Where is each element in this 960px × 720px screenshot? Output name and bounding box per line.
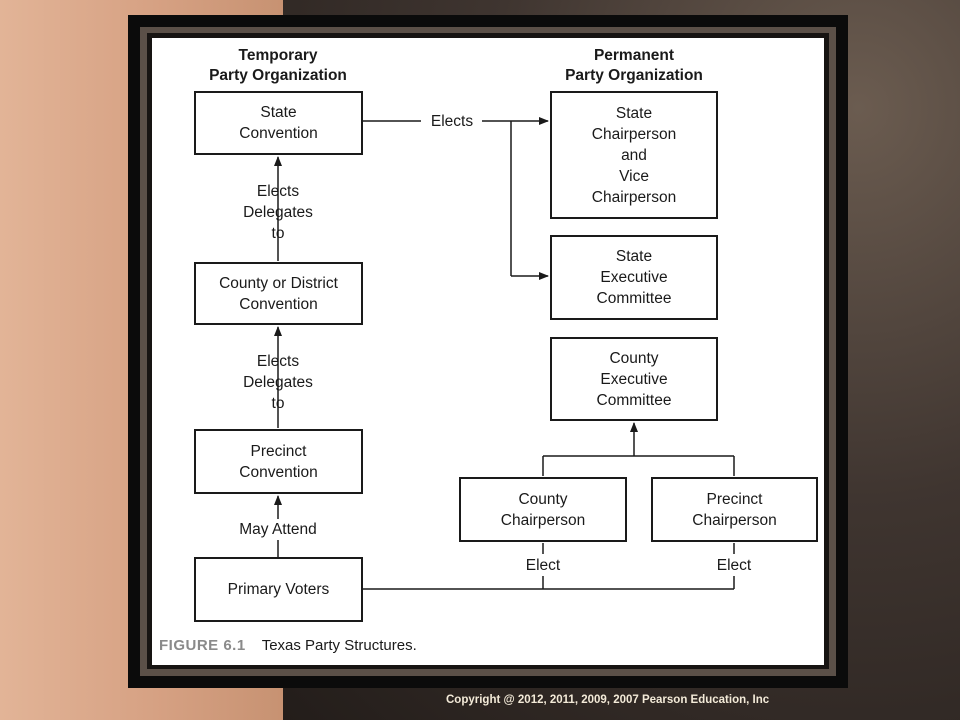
box-county-executive-committee: County Executive Committee (550, 337, 718, 421)
box-county-district-convention: County or District Convention (194, 262, 363, 325)
label-elect-left: Elect (518, 555, 568, 576)
header-temporary: Temporary Party Organization (209, 47, 347, 84)
figure-number: FIGURE 6.1 (159, 637, 246, 654)
box-precinct-chairperson: Precinct Chairperson (651, 477, 818, 542)
label-elects-delegates-lower: Elects Delegates to (243, 353, 313, 412)
header-permanent: Permanent Party Organization (565, 47, 703, 84)
label-elects: Elects (430, 113, 474, 130)
label-elect-right: Elect (709, 555, 759, 576)
box-county-chairperson: County Chairperson (459, 477, 627, 542)
label-may-attend: May Attend (222, 519, 334, 540)
figure-title: Texas Party Structures. (261, 637, 417, 654)
figure-caption: FIGURE 6.1 Texas Party Structures. (159, 637, 417, 654)
box-state-executive-committee: State Executive Committee (550, 235, 718, 320)
copyright-text: Copyright @ 2012, 2011, 2009, 2007 Pears… (446, 694, 770, 706)
box-state-convention: State Convention (194, 91, 363, 155)
box-precinct-convention: Precinct Convention (194, 429, 363, 494)
box-state-chairperson: State Chairperson and Vice Chairperson (550, 91, 718, 219)
label-elects-delegates-upper: Elects Delegates to (243, 183, 313, 242)
box-primary-voters: Primary Voters (194, 557, 363, 622)
